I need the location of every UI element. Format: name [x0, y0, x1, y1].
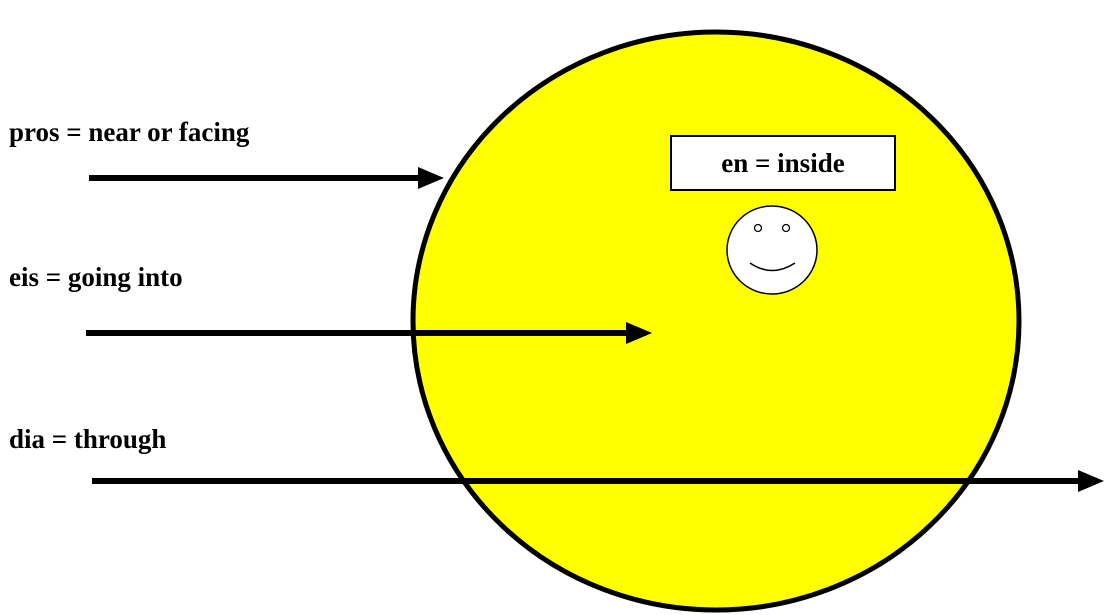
- smiley-face-icon: [726, 205, 818, 295]
- dia-label: dia = through: [9, 424, 167, 454]
- eis-arrow: [86, 322, 652, 344]
- en-label: en = inside: [721, 147, 845, 178]
- pros-arrow: [89, 167, 444, 189]
- en-label-box: en = inside: [670, 135, 896, 191]
- eis-label: eis = going into: [9, 262, 183, 292]
- yellow-circle: [410, 29, 1022, 613]
- pros-label: pros = near or facing: [9, 117, 250, 147]
- dia-arrow: [92, 470, 1104, 492]
